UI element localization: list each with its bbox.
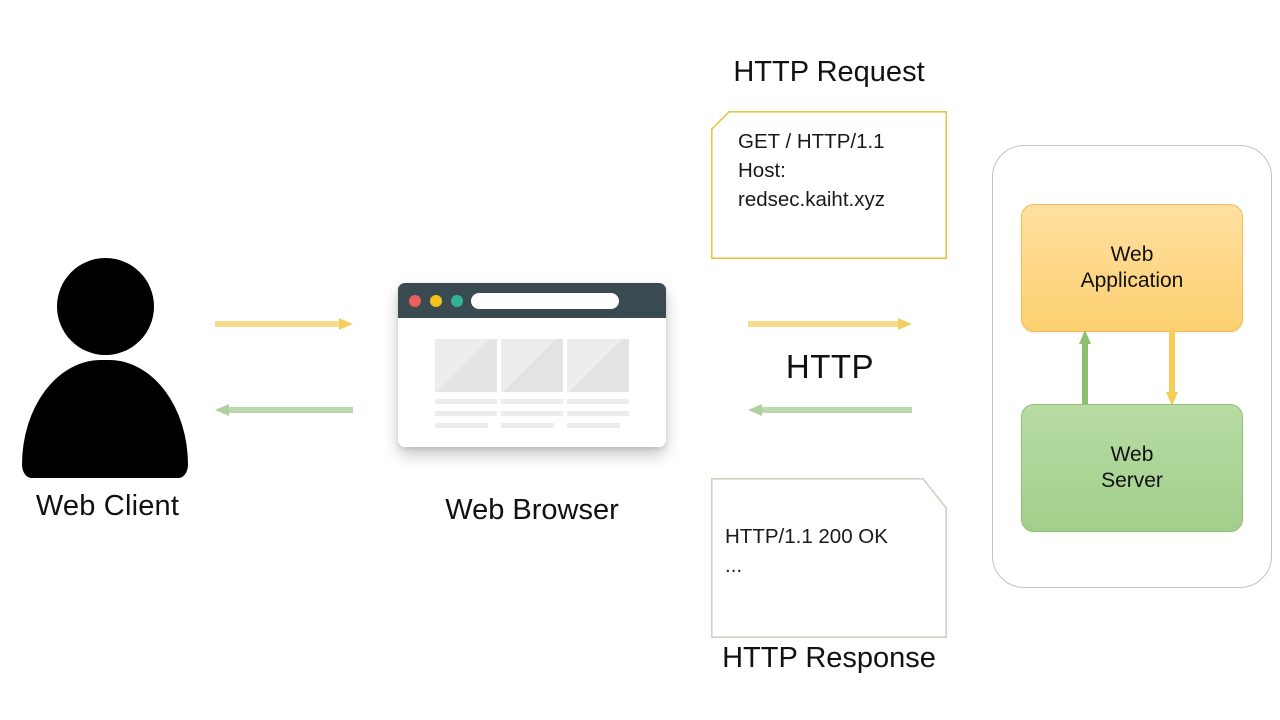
- content-column: [567, 339, 629, 428]
- arrow-server-to-browser: [748, 404, 912, 416]
- browser-titlebar: [398, 283, 666, 318]
- http-response-title: HTTP Response: [722, 642, 936, 674]
- arrow-head: [898, 318, 912, 330]
- content-column: [501, 339, 563, 428]
- arrow-shaft: [761, 407, 912, 413]
- note-shape-clipped-corner: [711, 478, 947, 638]
- web-server-box[interactable]: Web Server: [1021, 404, 1243, 532]
- image-placeholder: [501, 339, 563, 392]
- traffic-light-minimize-icon: [430, 295, 442, 307]
- text-placeholder-line: [435, 399, 497, 404]
- person-icon-body: [22, 360, 188, 478]
- text-placeholder-line: [567, 411, 629, 416]
- arrow-server-to-application: [1079, 330, 1091, 406]
- web-client-group: Web Client: [10, 250, 190, 540]
- arrow-head: [339, 318, 353, 330]
- http-response-note: HTTP/1.1 200 OK ...: [711, 478, 947, 638]
- image-placeholder: [435, 339, 497, 392]
- arrow-head: [1166, 392, 1178, 406]
- browser-window-icon: [398, 283, 666, 447]
- http-response-body: HTTP/1.1 200 OK ...: [725, 525, 888, 577]
- http-request-note: GET / HTTP/1.1 Host: redsec.kaiht.xyz: [711, 111, 947, 259]
- text-placeholder-line: [567, 423, 620, 428]
- arrow-head: [215, 404, 229, 416]
- text-placeholder-line: [435, 411, 497, 416]
- browser-content-area: [398, 318, 666, 447]
- person-icon-head: [57, 258, 154, 355]
- web-browser-label: Web Browser: [445, 494, 619, 526]
- text-placeholder-line: [435, 423, 488, 428]
- arrow-head: [748, 404, 762, 416]
- traffic-light-close-icon: [409, 295, 421, 307]
- text-placeholder-line: [501, 399, 563, 404]
- browser-address-bar: [471, 293, 619, 309]
- arrow-shaft: [1082, 343, 1088, 406]
- note-shape-clipped-corner: [711, 111, 947, 259]
- web-client-label: Web Client: [35, 490, 180, 522]
- arrow-shaft: [1169, 330, 1175, 393]
- arrow-client-to-browser: [215, 318, 353, 330]
- arrow-shaft: [228, 407, 353, 413]
- arrow-shaft: [748, 321, 899, 327]
- http-request-title: HTTP Request: [733, 56, 925, 88]
- web-application-box[interactable]: Web Application: [1021, 204, 1243, 332]
- text-placeholder-line: [501, 411, 563, 416]
- arrow-shaft: [215, 321, 340, 327]
- arrow-browser-to-server: [748, 318, 912, 330]
- arrow-head: [1079, 330, 1091, 344]
- text-placeholder-line: [501, 423, 554, 428]
- http-protocol-label: HTTP: [785, 348, 875, 385]
- arrow-application-to-server: [1166, 330, 1178, 406]
- arrow-browser-to-client: [215, 404, 353, 416]
- traffic-light-maximize-icon: [451, 295, 463, 307]
- http-request-body: GET / HTTP/1.1 Host: redsec.kaiht.xyz: [738, 130, 885, 211]
- content-column: [435, 339, 497, 428]
- image-placeholder: [567, 339, 629, 392]
- text-placeholder-line: [567, 399, 629, 404]
